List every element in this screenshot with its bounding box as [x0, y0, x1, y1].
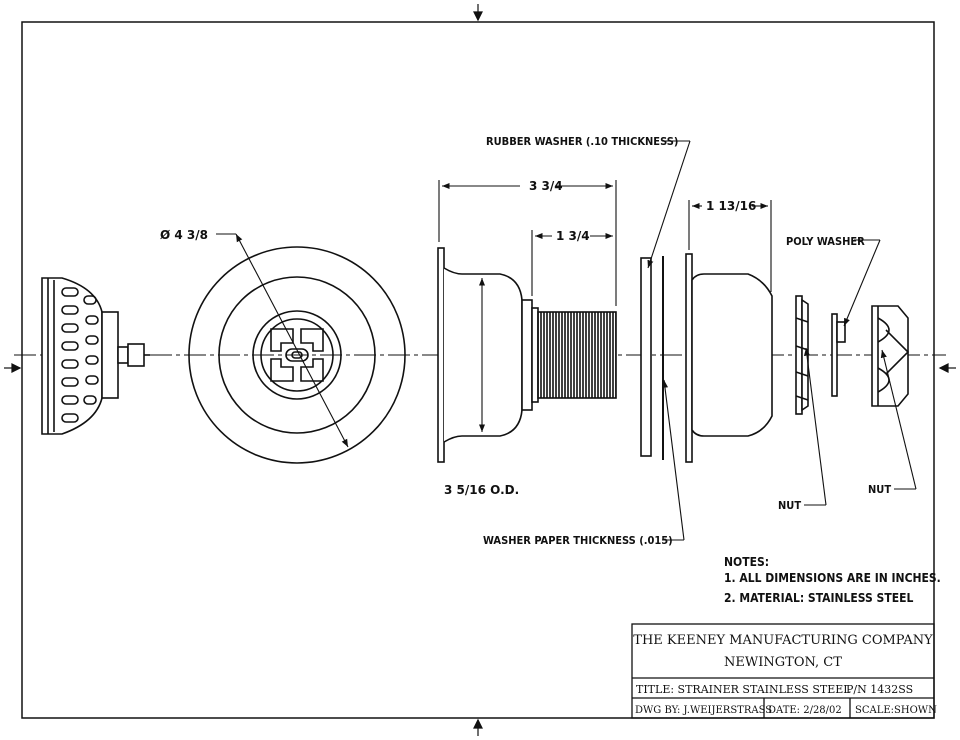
- diameter-dimension: [216, 233, 349, 448]
- note-2: 2. MATERIAL: STAINLESS STEEL: [724, 591, 913, 605]
- poly-washer-callout: POLY WASHER: [786, 235, 865, 248]
- company-name: THE KEENEY MANUFACTURING COMPANY: [633, 633, 933, 648]
- flange-label: 1 13/16: [706, 199, 756, 213]
- drawing-border: [21, 21, 935, 719]
- centering-marks: [4, 4, 956, 736]
- drawing-title: TITLE: STRAINER STAINLESS STEEL: [636, 683, 851, 696]
- strainer-cup: [685, 253, 773, 463]
- nut-left-callout: NUT: [778, 499, 801, 512]
- company-location: NEWINGTON, CT: [724, 655, 842, 670]
- length-label: 3 3/4: [529, 179, 563, 193]
- washers: [640, 256, 664, 460]
- title-block: [631, 623, 935, 719]
- rubber-washer-callout: RUBBER WASHER (.10 THICKNESS): [486, 135, 678, 148]
- nut-right-callout: NUT: [868, 483, 891, 496]
- drawn-by: DWG BY: J.WEIJERSTRASS: [635, 705, 772, 716]
- notes-heading: NOTES:: [724, 555, 769, 569]
- left-nut: [795, 295, 809, 415]
- thread-label: 1 3/4: [556, 229, 590, 243]
- diameter-label: Ø 4 3/8: [160, 228, 208, 242]
- drawing-scale: SCALE:SHOWN: [855, 705, 937, 716]
- paper-washer-callout: WASHER PAPER THICKNESS (.015): [483, 534, 673, 547]
- thread-dimension: [531, 230, 613, 296]
- note-1: 1. ALL DIMENSIONS ARE IN INCHES.: [724, 571, 941, 585]
- strainer-basket: [41, 277, 150, 435]
- right-nut: [871, 305, 910, 407]
- drawing-date: DATE: 2/28/02: [768, 705, 842, 716]
- length-dimension: [438, 180, 617, 306]
- body-od-label: 3 5/16 O.D.: [444, 483, 519, 497]
- nut-leaders: [803, 239, 917, 506]
- part-number: P/N 1432SS: [846, 683, 913, 696]
- strainer-body: [437, 247, 617, 463]
- poly-washer: [831, 313, 846, 397]
- flange-dimension: [688, 200, 772, 292]
- washer-leaders: [647, 140, 691, 541]
